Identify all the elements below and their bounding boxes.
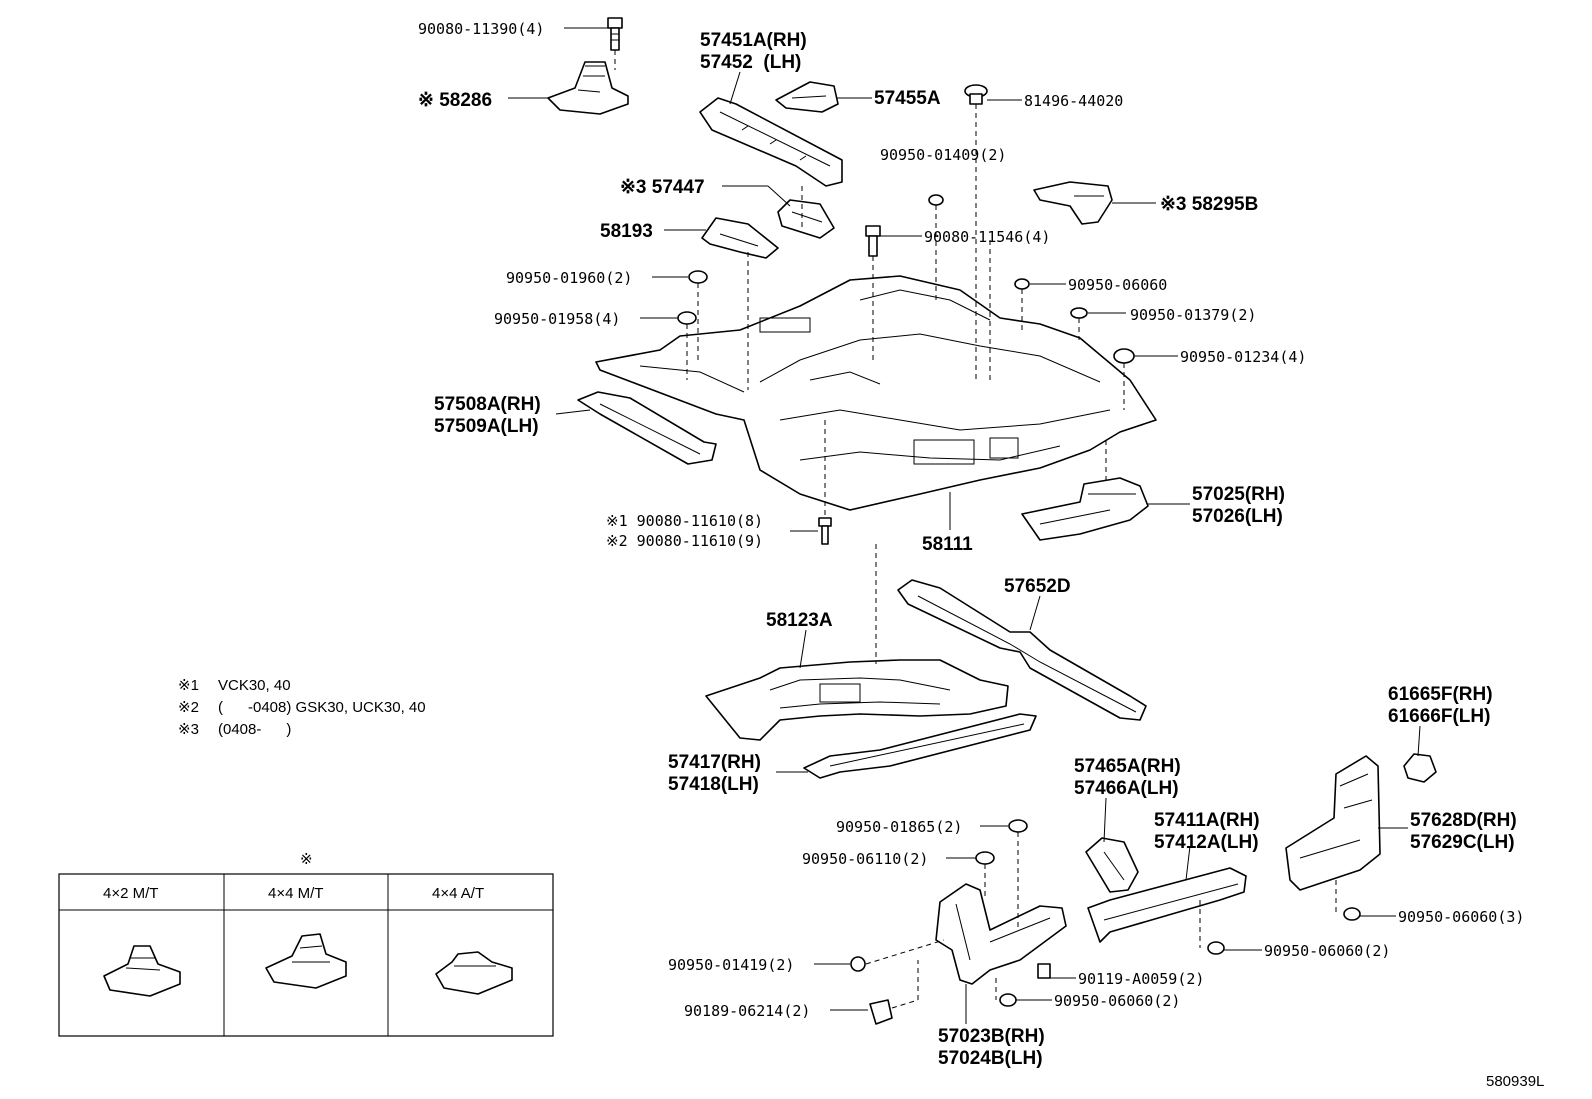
cross-member-57652d: [897, 579, 1147, 721]
clip-90119-a0059: [1037, 963, 1051, 979]
plug-90950-06060-2b: [999, 993, 1017, 1007]
label-58295b: ※3 58295B: [1160, 194, 1258, 215]
pillar-57023b: [935, 883, 1067, 985]
note-2-text: ( -0408) GSK30, UCK30, 40: [218, 699, 426, 716]
label-90950-01409: 90950-01409(2): [880, 146, 1006, 164]
label-58111: 58111: [922, 534, 973, 555]
plug-90950-01960: [688, 270, 708, 284]
bolt-90080-11546: [865, 225, 881, 257]
bracket-57455a: [775, 81, 839, 113]
plug-90950-01419: [850, 956, 866, 972]
bracket-57025: [1021, 477, 1149, 541]
leader-lines: [508, 27, 1421, 1024]
label-57509a: 57509A(LH): [434, 416, 539, 437]
plug-90950-01234: [1113, 348, 1135, 364]
floor-pan-58111: [595, 275, 1157, 511]
variant-col-4x2-mt: 4×2 M/T: [103, 885, 158, 902]
label-57412a: 57412A(LH): [1154, 832, 1259, 853]
label-58286: ※ 58286: [418, 90, 492, 111]
bracket-57465a: [1085, 837, 1139, 893]
label-57023b: 57023B(RH): [938, 1026, 1045, 1047]
bracket-58295b: [1033, 181, 1113, 225]
label-57447: ※3 57447: [620, 177, 705, 198]
plug-90950-06060-top: [1014, 278, 1030, 290]
bolt-90080-11390: [607, 17, 623, 51]
label-90950-06110: 90950-06110(2): [802, 850, 928, 868]
plug-90950-01379: [1070, 307, 1088, 319]
label-57628d: 57628D(RH): [1410, 810, 1517, 831]
note-3-text: (0408- ): [218, 721, 291, 738]
variant-col-4x4-at: 4×4 A/T: [432, 885, 484, 902]
label-57455a: 57455A: [874, 88, 941, 109]
label-90080-11390: 90080-11390(4): [418, 20, 544, 38]
label-58123a: 58123A: [766, 610, 833, 631]
side-rail-57508a: [577, 391, 717, 465]
label-61665f: 61665F(RH): [1388, 684, 1493, 705]
note-1-text: VCK30, 40: [218, 677, 291, 694]
label-57466a: 57466A(LH): [1074, 778, 1179, 799]
bolt-90080-11610: [818, 517, 832, 545]
label-90950-06060-3: 90950-06060(3): [1398, 908, 1524, 926]
shift-boot-58286: [547, 61, 629, 115]
variant-table-marker: ※: [300, 851, 313, 868]
footnotes: ※1 VCK30, 40 ※2 ( -0408) GSK30, UCK30, 4…: [178, 677, 426, 738]
plug-90950-06110: [975, 851, 995, 865]
plug-90950-01409: [928, 194, 944, 206]
label-90189-06214: 90189-06214(2): [684, 1002, 810, 1020]
cross-member-57451a: [699, 97, 843, 187]
figure-code: 580939L: [1486, 1073, 1544, 1090]
label-90950-06060-2a: 90950-06060(2): [1264, 942, 1390, 960]
label-90119-a0059: 90119-A0059(2): [1078, 970, 1204, 988]
label-57417: 57417(RH): [668, 752, 761, 773]
floor-section-58123a: [705, 659, 1009, 741]
bracket-57447: [777, 199, 835, 239]
label-90950-01865: 90950-01865(2): [836, 818, 962, 836]
variant-col-4x4-mt: 4×4 M/T: [268, 885, 323, 902]
note-2-mark: ※2: [178, 699, 199, 716]
rocker-57417: [803, 713, 1037, 779]
shift-boot-4x4-mt: [265, 933, 347, 989]
label-90950-06060-2b: 90950-06060(2): [1054, 992, 1180, 1010]
plug-90950-01958: [677, 311, 697, 325]
label-61666f: 61666F(LH): [1388, 706, 1490, 727]
side-panel-57628d: [1285, 755, 1381, 891]
plug-90950-06060-3: [1343, 907, 1361, 921]
note-1-mark: ※1: [178, 677, 199, 694]
plug-90950-06060-2a: [1207, 941, 1225, 955]
label-57452: 57452 (LH): [700, 52, 801, 73]
label-57411a: 57411A(RH): [1154, 810, 1260, 831]
label-57025: 57025(RH): [1192, 484, 1285, 505]
label-57418: 57418(LH): [668, 774, 759, 795]
label-90950-01960: 90950-01960(2): [506, 269, 632, 287]
variant-table: ※ 4×2 M/T 4×4 M/T 4×4 A/T: [58, 851, 554, 1037]
label-90950-01379: 90950-01379(2): [1130, 306, 1256, 324]
label-90950-06060-top: 90950-06060: [1068, 276, 1167, 294]
label-90950-01234: 90950-01234(4): [1180, 348, 1306, 366]
label-57652d: 57652D: [1004, 576, 1071, 597]
clip-81496-44020: [964, 84, 988, 105]
bracket-61665f: [1403, 753, 1437, 783]
label-57629c: 57629C(LH): [1410, 832, 1515, 853]
label-90950-01419: 90950-01419(2): [668, 956, 794, 974]
sill-57411a: [1087, 867, 1247, 943]
label-81496-44020: 81496-44020: [1024, 92, 1123, 110]
shift-boot-4x2-mt: [103, 945, 181, 997]
part-labels: 90080-11390(4) ※ 58286 57451A(RH) 57452 …: [418, 20, 1544, 1090]
label-58193: 58193: [600, 221, 653, 242]
label-57451a: 57451A(RH): [700, 30, 807, 51]
label-57026: 57026(LH): [1192, 506, 1283, 527]
bracket-58193: [701, 217, 779, 259]
label-57024b: 57024B(LH): [938, 1048, 1043, 1069]
label-57465a: 57465A(RH): [1074, 756, 1181, 777]
clip-90189-06214: [869, 999, 893, 1025]
label-57508a: 57508A(RH): [434, 394, 541, 415]
note-3-mark: ※3: [178, 721, 199, 738]
label-90080-11546: 90080-11546(4): [924, 228, 1050, 246]
shift-boot-4x4-at: [435, 951, 513, 995]
label-90080-11610-b: ※2 90080-11610(9): [606, 532, 763, 550]
label-90080-11610-a: ※1 90080-11610(8): [606, 512, 763, 530]
plug-90950-01865: [1008, 819, 1028, 833]
label-90950-01958: 90950-01958(4): [494, 310, 620, 328]
